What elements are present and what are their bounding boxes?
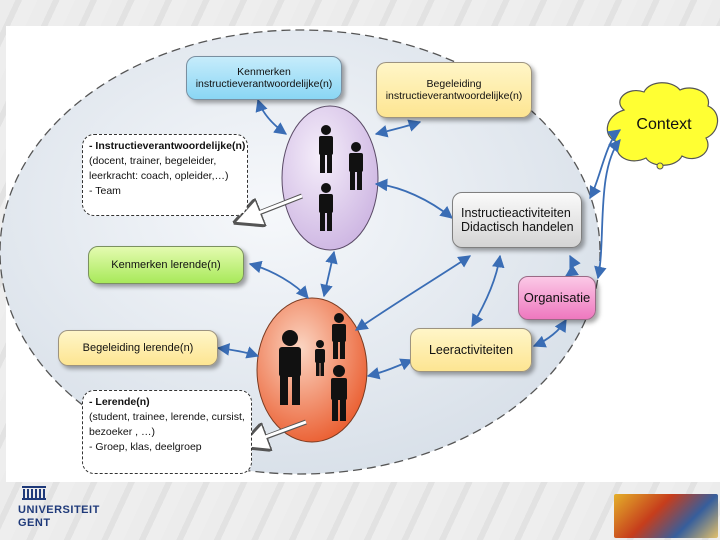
arrow-begeleiding-lerende	[216, 343, 260, 359]
learner-figures-icon	[279, 313, 347, 421]
arrow-lerende-leer	[366, 358, 414, 380]
instructieactiviteiten-box: Instructieactiviteiten Didactisch handel…	[452, 192, 582, 248]
kenmerken-lerende-label: Kenmerken lerende(n)	[111, 258, 221, 271]
arrow-instractiviteiten-leer	[471, 254, 505, 328]
leeractiviteiten-box: Leeractiviteiten	[410, 328, 532, 372]
arrow-begeleiding-instr	[374, 119, 422, 138]
begeleiding-instr-line2: instructieverantwoordelijke(n)	[385, 90, 523, 102]
arrow-instractiviteiten-organisatie	[564, 254, 581, 277]
arrow-lerende-instractiviteiten	[354, 255, 472, 331]
instr-list-line2: (docent, trainer, begeleider,	[89, 155, 217, 167]
pointer-to-instr-list-inner	[239, 194, 303, 222]
instructieactiviteiten-line1: Instructieactiviteiten	[461, 205, 571, 220]
arrow-instr-lerende-vertical	[320, 250, 338, 298]
lerende-list-line3: bezoeker , …)	[89, 426, 155, 438]
university-name-line1: UNIVERSITEIT	[18, 504, 100, 516]
arrow-organisatie-leer	[532, 318, 567, 348]
arrow-kenmerken-lerende	[248, 260, 309, 299]
context-cloud-bubble	[656, 162, 664, 170]
relation-arrows	[216, 98, 622, 380]
instructieverantwoordelijke-list: - Instructieverantwoordelijke(n) (docent…	[82, 134, 248, 216]
begeleiding-instructieverantwoordelijke-box: Begeleiding instructieverantwoordelijke(…	[376, 62, 532, 118]
arrow-instr-activiteiten	[374, 178, 453, 219]
arrow-context-organisatie	[594, 139, 621, 280]
university-name-line2: GENT	[18, 517, 51, 529]
instr-list-line3: leerkracht: coach, opleider,…)	[89, 170, 229, 182]
begeleiding-lerende-label: Begeleiding lerende(n)	[82, 341, 194, 354]
kenmerken-instructieverantwoordelijke-box: Kenmerken instructieverantwoordelijke(n)	[186, 56, 342, 100]
instructor-figures-icon	[319, 125, 363, 231]
corner-artwork-image	[614, 494, 718, 538]
lerende-list-line4: - Groep, klas, deelgroep	[89, 441, 202, 453]
kenmerken-instr-line1: Kenmerken	[237, 65, 291, 78]
pointer-to-lerende-list-inner	[245, 420, 307, 446]
university-emblem-icon	[22, 486, 46, 500]
pointer-arrows	[236, 193, 307, 446]
university-logo: UNIVERSITEIT GENT	[18, 486, 99, 530]
instr-list-title: - Instructieverantwoordelijke(n)	[89, 140, 246, 152]
organisatie-label: Organisatie	[523, 289, 591, 305]
begeleiding-lerende-box: Begeleiding lerende(n)	[58, 330, 218, 366]
arrow-kenmerken-instr	[255, 98, 288, 135]
instructieactiviteiten-line2: Didactisch handelen	[461, 220, 574, 234]
begeleiding-instr-line1: Begeleiding	[426, 77, 482, 90]
context-label: Context	[636, 116, 692, 133]
instructor-oval	[281, 105, 379, 251]
lerende-list-title: - Lerende(n)	[89, 396, 150, 408]
instr-list-line4: - Team	[89, 185, 121, 197]
organisatie-box: Organisatie	[518, 276, 596, 320]
lerende-list-line2: (student, trainee, lerende, cursist,	[89, 411, 245, 423]
kenmerken-lerende-box: Kenmerken lerende(n)	[88, 246, 244, 284]
arrow-context-instractiviteiten	[589, 129, 622, 200]
leeractiviteiten-label: Leeractiviteiten	[428, 342, 514, 357]
lerende-list: - Lerende(n) (student, trainee, lerende,…	[82, 390, 252, 474]
learner-oval	[256, 297, 368, 443]
kenmerken-instr-line2: instructieverantwoordelijke(n)	[195, 78, 333, 90]
